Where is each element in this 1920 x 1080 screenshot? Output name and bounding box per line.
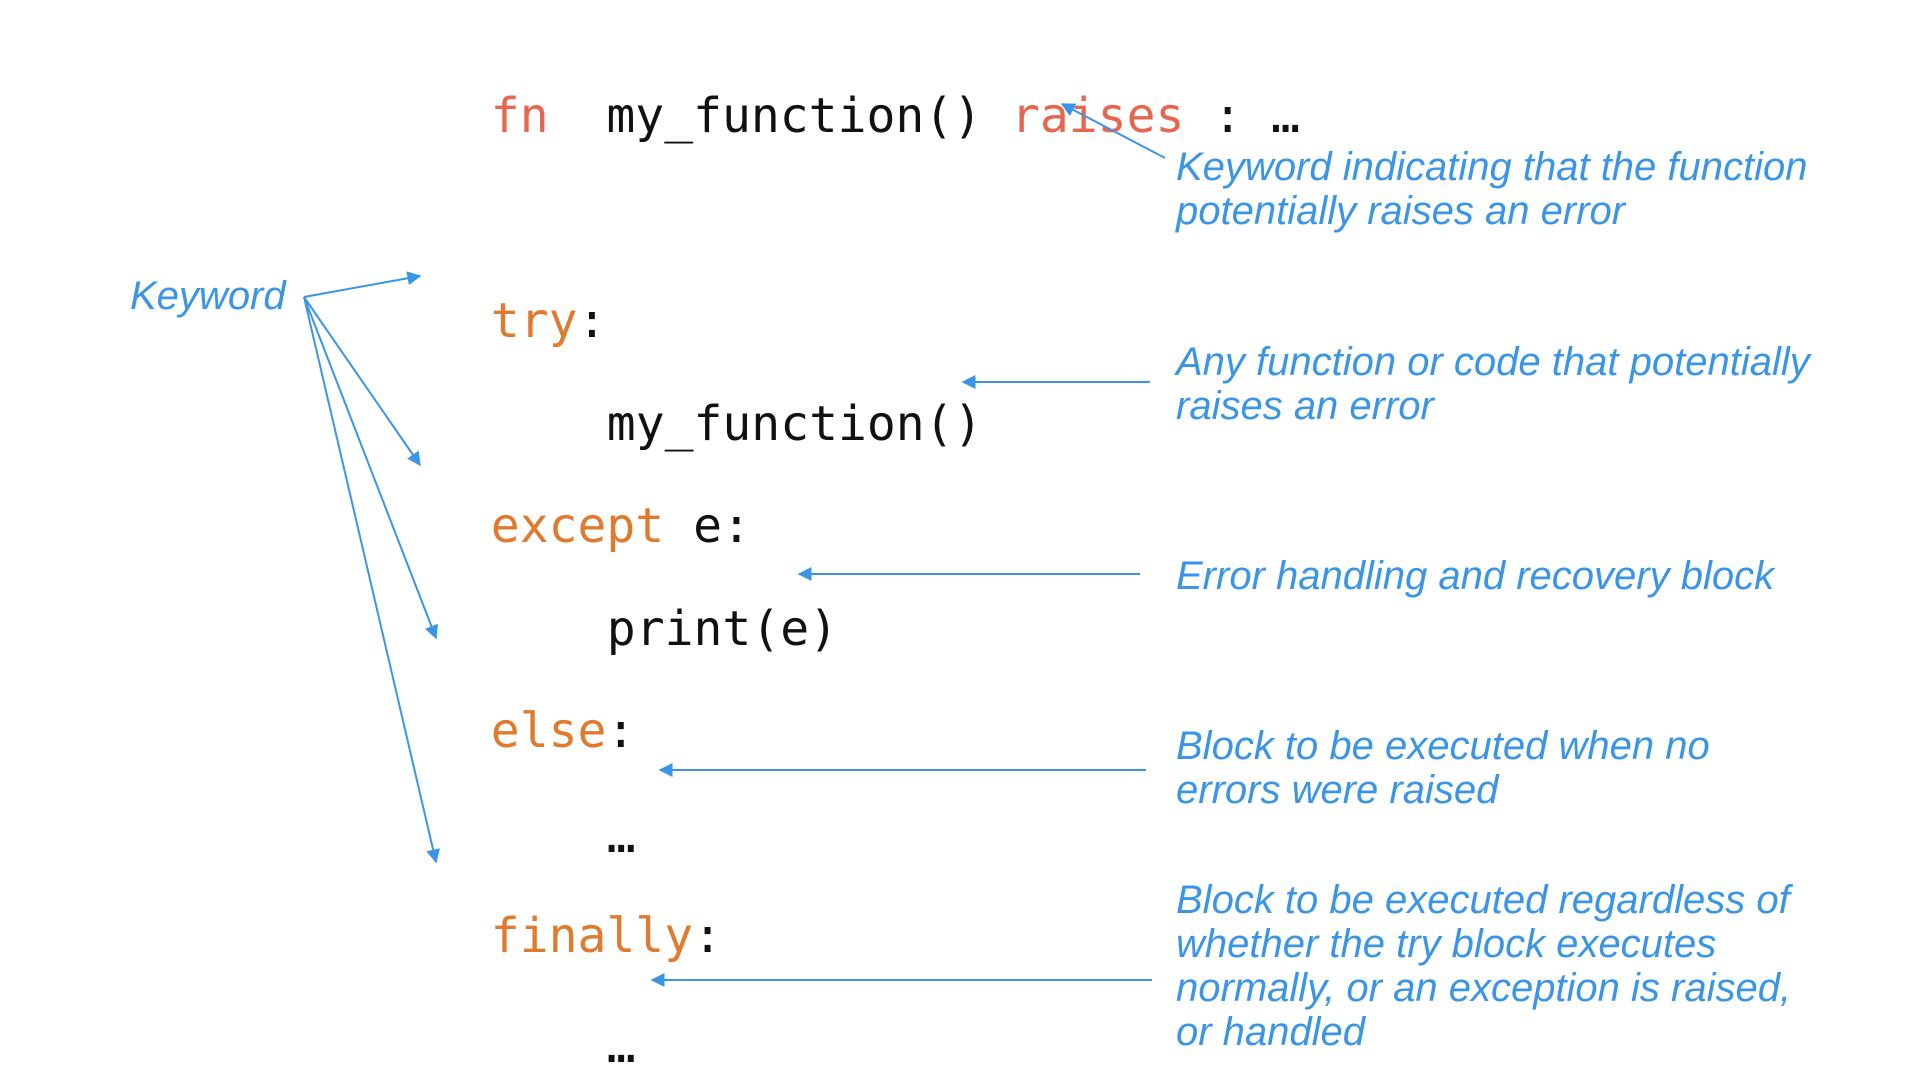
annotation-else-line-1: Block to be executed when no [1176,724,1710,768]
annotation-raises-line-1: Keyword indicating that the function [1176,145,1808,189]
finally-body-ellipsis: … [606,1018,636,1074]
signature-tail: : … [1213,88,1300,144]
code-line-else-body: … [549,752,636,864]
annotation-raises-line-2: potentially raises an error [1176,189,1626,233]
function-call: my_function() [606,396,983,452]
code-line-finally-body: … [549,962,636,1074]
annotation-finally-line-4: or handled [1176,1010,1366,1054]
annotation-call-line-2: raises an error [1176,384,1434,428]
else-body-ellipsis: … [606,808,636,864]
arrow-to-try [303,271,422,298]
annotation-keyword-text: Keyword [130,274,286,318]
annotation-else-line-2: errors were raised [1176,768,1499,812]
except-rest: e: [664,498,751,554]
arrow-to-else [303,296,438,640]
annotation-handling-text: Error handling and recovery block [1176,554,1775,598]
annotation-finally-line-1: Block to be executed regardless of [1176,878,1790,922]
fn-keyword: fn [490,88,549,144]
except-keyword: except [490,498,665,554]
print-call: print(e) [606,601,838,657]
annotation-keyword: Keyword [130,274,286,318]
annotation-handling: Error handling and recovery block [1176,554,1774,598]
try-colon: : [577,293,607,349]
code-line-try: try: [433,237,607,349]
arrow-to-finally [303,296,440,864]
annotation-else: Block to be executed when no errors were… [1176,724,1710,812]
function-signature: my_function() [606,88,983,144]
annotation-finally-line-2: whether the try block executes [1176,922,1717,966]
finally-keyword: finally [490,908,694,964]
else-keyword: else [490,703,607,759]
code-line-finally: finally: [433,852,722,964]
code-line-except: except e: [433,442,751,554]
code-line-call: my_function() [549,340,983,452]
else-colon: : [606,703,636,759]
arrow-to-raises [1060,103,1166,159]
raises-keyword: raises [1010,88,1185,144]
annotation-finally: Block to be executed regardless of wheth… [1176,878,1791,1054]
code-line-print: print(e) [549,545,838,657]
arrow-to-except [303,296,421,467]
annotation-raises: Keyword indicating that the function pot… [1176,145,1808,233]
code-line-fn: fn my_function() raises : … [433,32,1300,144]
code-line-else: else: [433,647,636,759]
try-keyword: try [490,293,578,349]
annotation-call: Any function or code that potentially ra… [1176,340,1810,428]
annotation-finally-line-3: normally, or an exception is raised, [1176,966,1792,1010]
finally-colon: : [693,908,722,964]
annotation-call-line-1: Any function or code that potentially [1176,340,1810,384]
